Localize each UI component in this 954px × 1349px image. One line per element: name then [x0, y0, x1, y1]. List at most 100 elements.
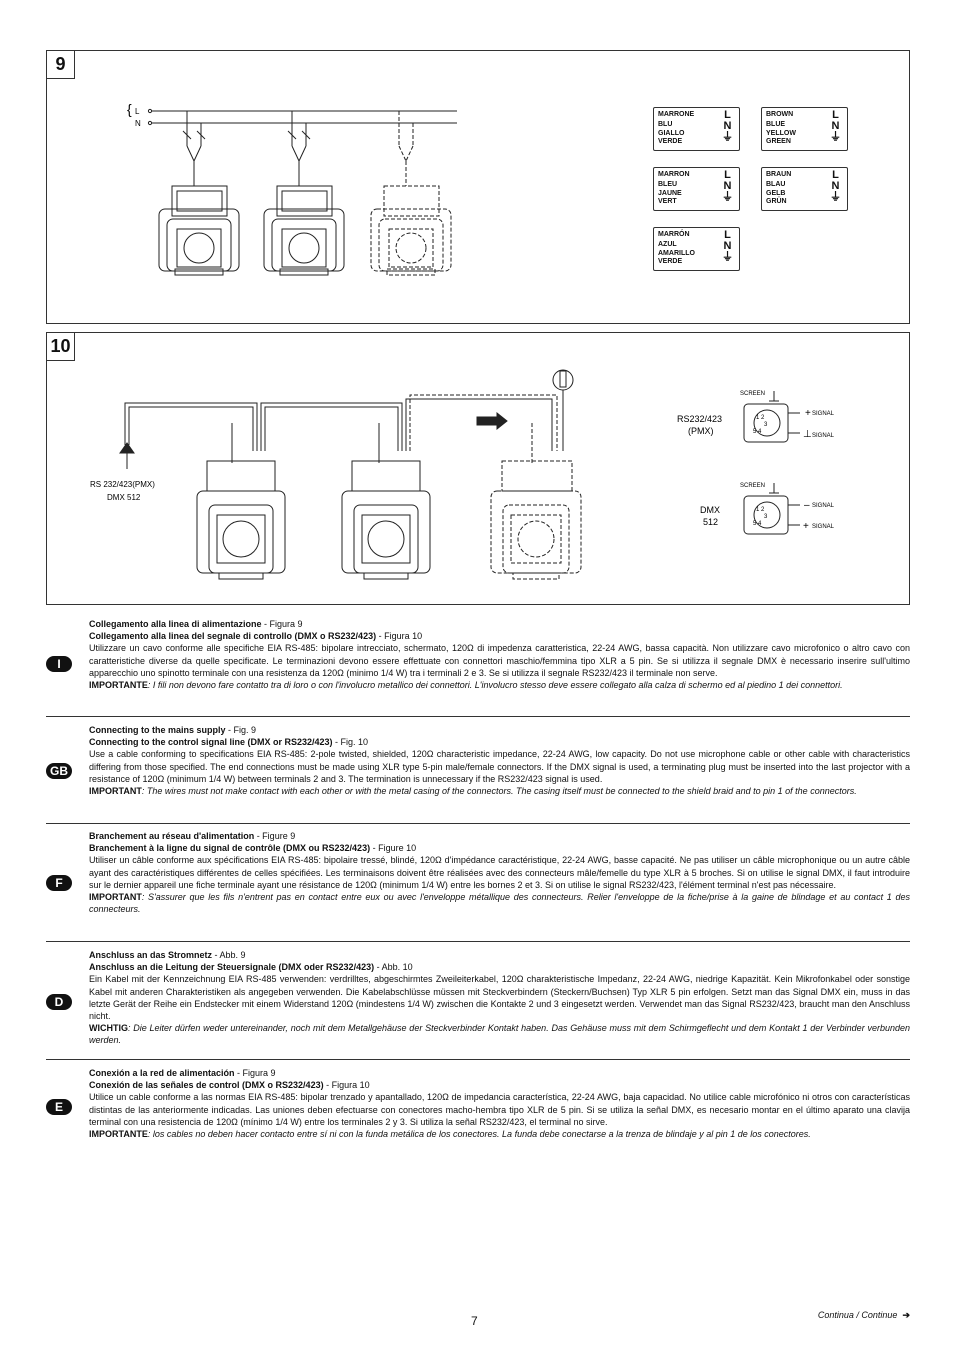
section-text: Connecting to the mains supply - Fig. 9 …: [89, 724, 910, 797]
language-badge: I: [46, 656, 72, 672]
color-row: GRÜN: [766, 198, 787, 205]
important-label: IMPORTANTE: [89, 680, 148, 691]
section-spanish: E Conexión a la red de alimentación - Fi…: [46, 1059, 910, 1154]
important-text: : los cables no deben hacer contacto ent…: [147, 1129, 811, 1140]
important-label: IMPORTANT: [89, 786, 142, 797]
line-label-l: L: [135, 107, 140, 116]
color-row: BROWN: [766, 111, 794, 118]
heading-signal: Collegamento alla linea del segnale di c…: [89, 631, 377, 642]
color-row: BRAUN: [766, 171, 792, 178]
svg-text:1 2: 1 2: [756, 415, 765, 421]
heading-mains: Branchement au réseau d'alimentation: [89, 831, 255, 841]
color-row: VERDE: [658, 258, 683, 265]
section-text: Collegamento alla linea di alimentazione…: [89, 618, 910, 691]
important-note: IMPORTANT: S'assurer que les fils n'entr…: [89, 891, 910, 915]
body-text: Ein Kabel mit der Kennzeichnung EIA RS-4…: [89, 974, 910, 1022]
color-row: AMARILLO: [658, 250, 695, 257]
heading-signal: Anschluss an die Leitung der Steuersigna…: [89, 962, 375, 973]
color-row: AZUL: [658, 241, 677, 248]
svg-text:5 4: 5 4: [753, 521, 762, 527]
svg-text:3: 3: [764, 514, 768, 520]
rs-label-1: RS232/423: [677, 414, 722, 424]
important-text: : Die Leiter dürfen weder untereinander,…: [89, 1023, 910, 1046]
continue-note: Continua / Continue ➔: [818, 1310, 910, 1321]
section-text: Anschluss an das Stromnetz - Abb. 9 Ansc…: [89, 949, 910, 1047]
figure-ref: - Figura 10: [323, 1080, 370, 1091]
body-text: Utilizzare un cavo conforme alle specifi…: [89, 643, 910, 678]
color-row: YELLOW: [766, 130, 796, 137]
signal-label: SIGNAL: [812, 433, 835, 439]
color-row: BLEU: [658, 181, 678, 188]
svg-text:–: –: [804, 500, 810, 511]
color-row: BLAU: [766, 181, 786, 188]
heading-signal: Branchement à la ligne du signal de cont…: [89, 843, 371, 854]
heading-signal: Conexión de las señales de control (DMX …: [89, 1080, 324, 1091]
important-text: : The wires must not make contact with e…: [141, 786, 857, 797]
svg-text:+: +: [803, 521, 809, 532]
important-note: IMPORTANTE: I fili non devono fare conta…: [89, 679, 910, 691]
body-text: Utiliser un câble conforme aux spécifica…: [89, 855, 910, 890]
heading-mains: Conexión a la red de alimentación: [89, 1068, 235, 1078]
signal-label: SIGNAL: [812, 503, 835, 509]
input-label-1: RS 232/423(PMX): [90, 480, 155, 489]
important-label: IMPORTANTE: [89, 1129, 148, 1140]
svg-text:⊥: ⊥: [803, 429, 812, 440]
language-badge: D: [46, 994, 72, 1010]
language-badge: F: [46, 875, 72, 891]
body-text: Use a cable conforming to specifications…: [89, 749, 910, 784]
heading-mains: Anschluss an das Stromnetz: [89, 950, 213, 960]
figure-ref: - Fig. 10: [332, 737, 369, 748]
important-note: IMPORTANT: The wires must not make conta…: [89, 785, 910, 797]
important-note: IMPORTANTE: los cables no deben hacer co…: [89, 1128, 910, 1140]
important-text: : I fili non devono fare contatto tra di…: [147, 680, 843, 691]
screen-label: SCREEN: [740, 391, 765, 397]
color-row: GREEN: [766, 138, 791, 145]
figure-ref: - Abb. 9: [212, 950, 246, 960]
line-label-n: N: [135, 119, 141, 128]
color-row: BLU: [658, 121, 673, 128]
color-row: GIALLO: [658, 130, 685, 137]
figure-ref: - Figure 9: [254, 831, 296, 841]
section-german: D Anschluss an das Stromnetz - Abb. 9 An…: [46, 941, 910, 1059]
section-english: GB Connecting to the mains supply - Fig.…: [46, 716, 910, 824]
color-row: VERT: [658, 198, 677, 205]
heading-signal: Connecting to the control signal line (D…: [89, 737, 333, 748]
important-label: WICHTIG: [89, 1023, 128, 1034]
figure-ref: - Figura 10: [376, 631, 423, 642]
language-badge: GB: [46, 763, 72, 779]
arrow-right-icon: ➔: [899, 1310, 910, 1320]
important-note: WICHTIG: Die Leiter dürfen weder unterei…: [89, 1022, 910, 1046]
figure-ref: - Figura 9: [234, 1068, 276, 1078]
continue-text: Continua / Continue: [817, 1310, 898, 1320]
figure-ref: - Abb. 10: [374, 962, 413, 973]
color-row: MARRÓN: [658, 231, 690, 238]
input-label-2: DMX 512: [107, 493, 141, 502]
figure-number: 9: [47, 51, 75, 79]
color-row: MARRONE: [658, 111, 695, 118]
signal-label: SIGNAL: [812, 411, 835, 417]
figure-ref: - Figure 10: [370, 843, 417, 854]
section-text: Conexión a la red de alimentación - Figu…: [89, 1067, 910, 1140]
svg-text:5 4: 5 4: [753, 429, 762, 435]
mains-wiring-diagram: { L N: [127, 101, 457, 276]
color-row: BLUE: [766, 121, 786, 128]
body-text: Utilice un cable conforme a las normas E…: [89, 1092, 910, 1127]
svg-text:1 2: 1 2: [756, 507, 765, 513]
screen-label: SCREEN: [740, 483, 765, 489]
page-number: 7: [471, 1314, 478, 1328]
figure-10: 10: [46, 332, 910, 605]
dmx-label-1: DMX: [700, 505, 720, 515]
heading-mains: Collegamento alla linea di alimentazione: [89, 619, 262, 629]
color-row: JAUNE: [658, 190, 682, 197]
signal-wiring-diagram: RS 232/423(PMX) DMX 512 RS232/423 (PMX) …: [90, 369, 835, 580]
section-text: Branchement au réseau d'alimentation - F…: [89, 830, 910, 915]
